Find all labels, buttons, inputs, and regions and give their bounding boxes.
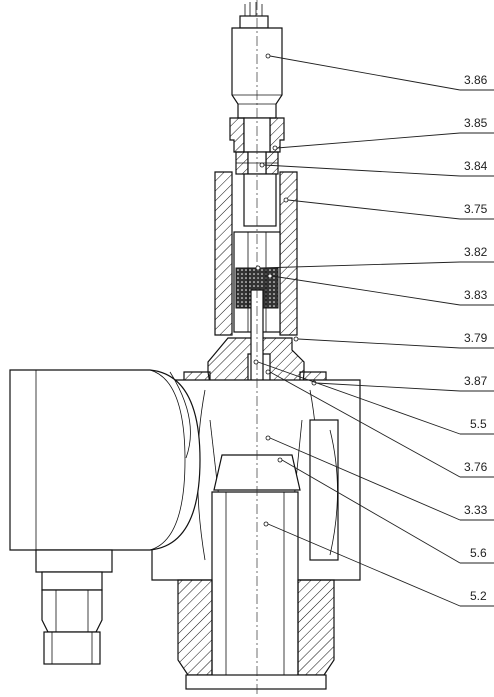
callout-3-33: 3.33	[464, 503, 488, 517]
callout-3-85: 3.85	[464, 116, 488, 130]
callout-3-75: 3.75	[464, 202, 488, 216]
callout-3-79: 3.79	[464, 331, 488, 345]
callout-labels: 3.86 3.85 3.84 3.75 3.82 3.83 3.79 3.87 …	[464, 73, 488, 603]
callout-3-84: 3.84	[464, 159, 488, 173]
sleeve	[235, 151, 279, 227]
callout-3-83: 3.83	[464, 288, 488, 302]
electric-actuator	[9, 369, 201, 665]
callout-5-2: 5.2	[470, 589, 487, 603]
leader-lines	[253, 53, 494, 607]
connector-pins	[239, 2, 269, 29]
lower-body	[177, 491, 335, 690]
callout-3-86: 3.86	[464, 73, 488, 87]
callout-5-5: 5.5	[470, 417, 487, 431]
callout-3-76: 3.76	[464, 460, 488, 474]
callout-3-87: 3.87	[464, 374, 488, 388]
callout-3-82: 3.82	[464, 245, 488, 259]
callout-5-6: 5.6	[470, 546, 487, 560]
